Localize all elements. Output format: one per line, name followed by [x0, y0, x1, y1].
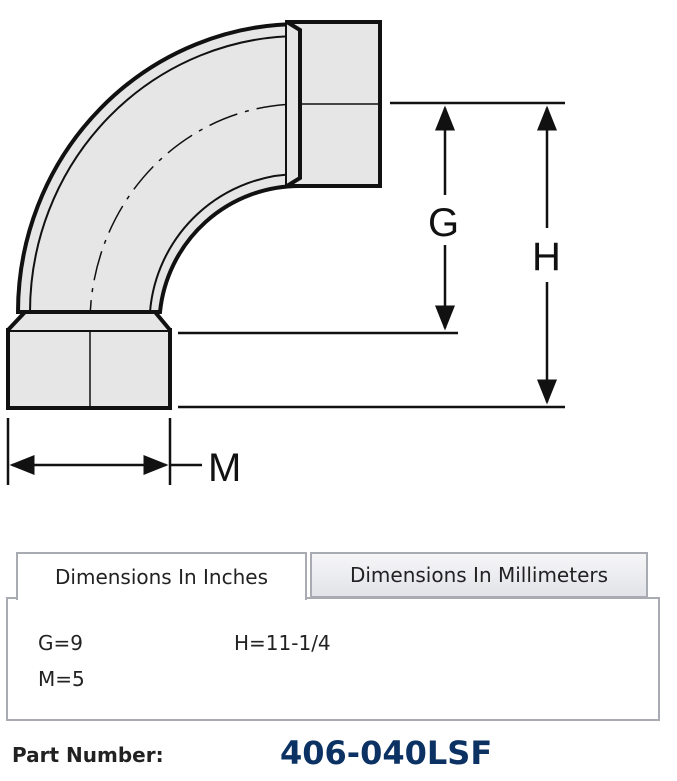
- tab-dimensions-millimeters[interactable]: Dimensions In Millimeters: [310, 552, 648, 598]
- dimension-label-g: G: [428, 201, 459, 245]
- part-number-label: Part Number:: [12, 743, 164, 767]
- tab-label: Dimensions In Inches: [55, 565, 268, 589]
- dimensions-panel: G=9 H=11-1/4 M=5: [6, 597, 660, 721]
- tab-label: Dimensions In Millimeters: [349, 563, 609, 587]
- dimension-g-value: G=9: [38, 631, 83, 655]
- dimension-m-value: M=5: [38, 667, 85, 691]
- dimension-h-value: H=11-1/4: [234, 631, 331, 655]
- dimension-label-m: M: [208, 446, 241, 490]
- elbow-body: [6, 20, 382, 410]
- dimension-lines: [6, 101, 565, 485]
- tab-dimensions-inches[interactable]: Dimensions In Inches: [16, 552, 307, 600]
- dimension-label-h: H: [532, 235, 561, 279]
- part-number-value: 406-040LSF: [280, 734, 493, 772]
- elbow-fitting-diagram: G H M: [6, 20, 565, 490]
